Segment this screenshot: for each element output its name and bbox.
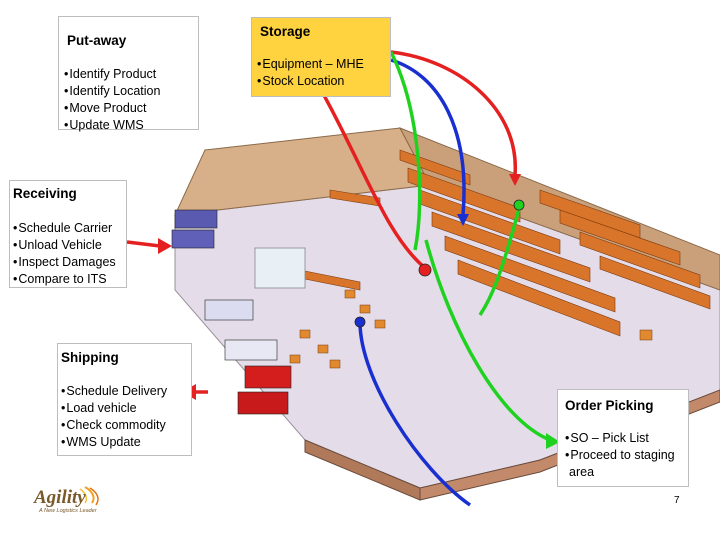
- storage-title: Storage: [260, 24, 311, 39]
- list-item: Compare to ITS: [13, 271, 116, 288]
- list-item: Schedule Delivery: [61, 383, 167, 400]
- blue-pick-arc: [358, 321, 472, 507]
- list-item: Schedule Carrier: [13, 220, 116, 237]
- list-item: Load vehicle: [61, 400, 167, 417]
- trucks: [171, 209, 292, 415]
- list-item: area: [569, 465, 595, 479]
- blue-arc-head: [457, 214, 469, 226]
- pallets: [289, 289, 653, 369]
- green-pick-head: [546, 433, 560, 449]
- shipping-list: Schedule Delivery Load vehicle Check com…: [61, 383, 167, 451]
- order-picking-title: Order Picking: [565, 398, 654, 413]
- putaway-box: Put-away Identify Product Identify Locat…: [58, 16, 199, 132]
- putaway-title: Put-away: [67, 33, 127, 48]
- shipping-title: Shipping: [61, 350, 119, 365]
- list-item: Move Product: [64, 100, 160, 117]
- storage-box: Storage Equipment – MHE Stock Location: [251, 17, 391, 97]
- warehouse-front-wall-right: [419, 389, 720, 501]
- list-item: Identify Product: [64, 66, 160, 83]
- order-picking-list: SO – Pick List Proceed to staging area: [565, 430, 675, 481]
- green-arc: [389, 51, 422, 251]
- flow-arrows: [126, 44, 560, 507]
- list-item: Proceed to staging: [565, 447, 674, 464]
- list-item: SO – Pick List: [565, 430, 675, 447]
- red-arc: [390, 50, 517, 176]
- receiving-arrowhead: [158, 238, 172, 254]
- list-item: Check commodity: [61, 417, 167, 434]
- storage-list: Equipment – MHE Stock Location: [257, 56, 364, 90]
- green-pick-arc: [424, 239, 551, 442]
- green-arc-dot: [513, 199, 525, 211]
- receiving-title: Receiving: [13, 186, 77, 201]
- list-item: Unload Vehicle: [13, 237, 116, 254]
- list-item: Inspect Damages: [13, 254, 115, 271]
- office-room: [254, 247, 306, 289]
- order-picking-box: Order Picking SO – Pick List Proceed to …: [557, 389, 689, 487]
- red-arc-head: [509, 174, 521, 186]
- page-number: 7: [674, 495, 680, 506]
- green-arc-2: [478, 204, 522, 316]
- red-arc-dot: [418, 263, 432, 277]
- list-item: Identify Location: [64, 83, 160, 100]
- shipping-box: Shipping Schedule Delivery Load vehicle …: [57, 343, 192, 456]
- receiving-box: Receiving Schedule Carrier Unload Vehicl…: [9, 180, 127, 288]
- blue-arc: [390, 58, 466, 216]
- list-item: Stock Location: [257, 73, 364, 90]
- receiving-list: Schedule Carrier Unload Vehicle Inspect …: [13, 220, 116, 288]
- list-item: Equipment – MHE: [257, 56, 363, 73]
- logo-name: Agility: [34, 487, 86, 508]
- list-item: WMS Update: [61, 434, 167, 451]
- putaway-list: Identify Product Identify Location Move …: [64, 66, 160, 134]
- agility-logo-icon: [79, 486, 99, 506]
- blue-pick-dot: [354, 316, 366, 328]
- logo-tagline: A New Logistics Leader: [39, 508, 97, 514]
- list-item: Update WMS: [64, 117, 160, 134]
- receiving-arrow: [126, 240, 161, 248]
